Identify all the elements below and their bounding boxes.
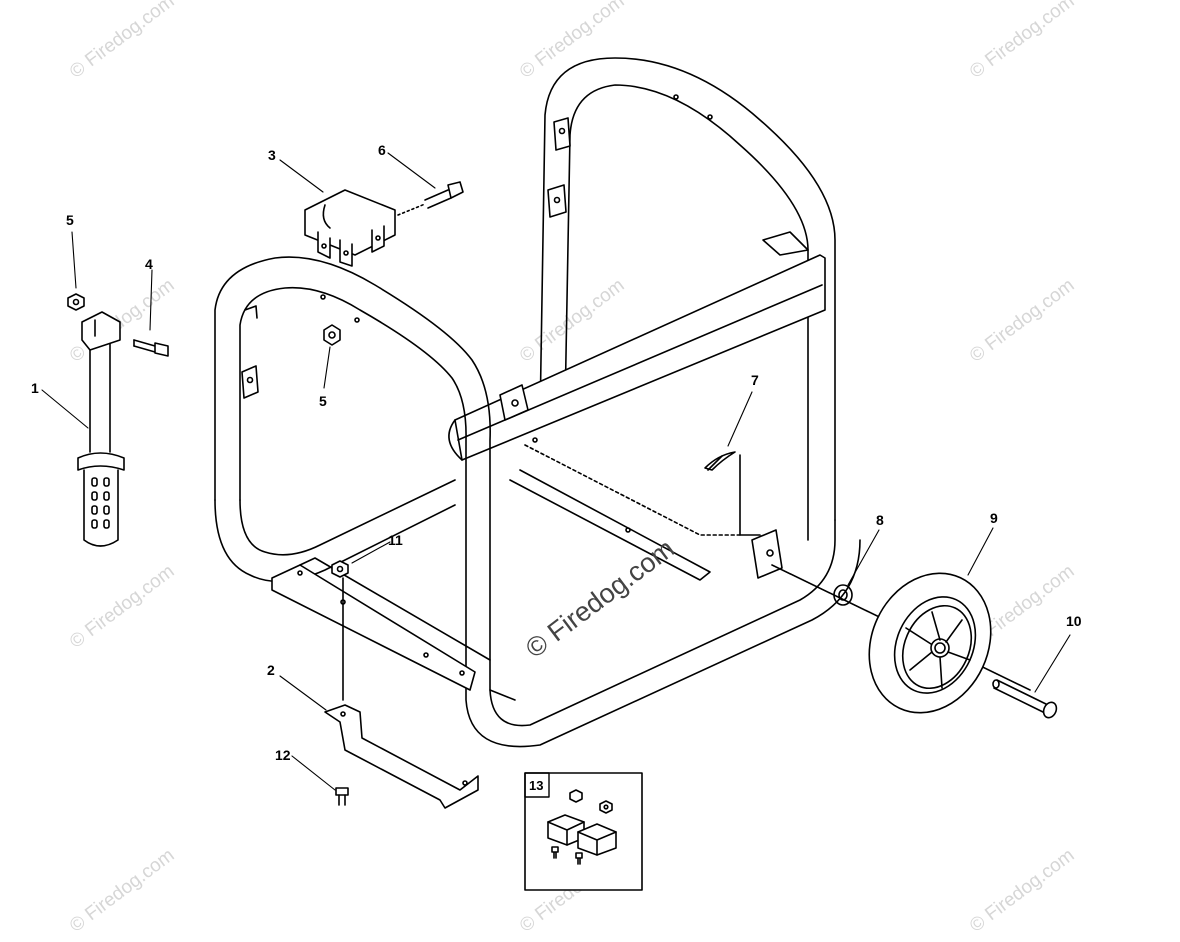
bolt-part-6 (397, 181, 464, 216)
leader-lines (41, 152, 1071, 791)
callout-5-center: 5 (319, 393, 327, 409)
callout-2: 2 (267, 662, 275, 678)
callout-3: 3 (268, 147, 276, 163)
frame-front-loop (214, 256, 861, 748)
screw-part-12 (335, 787, 349, 806)
hairpin-part-7 (704, 451, 736, 471)
wheel-part-9 (868, 572, 992, 714)
callout-1: 1 (31, 380, 39, 396)
callout-6: 6 (378, 142, 386, 158)
bracket-part-2 (324, 704, 479, 809)
callout-13: 13 (529, 778, 544, 793)
bolt-part-4 (133, 339, 169, 357)
frame-back-loop (539, 57, 836, 541)
callout-5-left: 5 (66, 212, 74, 228)
axle-pin-part-10 (992, 679, 1058, 719)
callout-4: 4 (145, 256, 153, 272)
bracket-part-3 (304, 189, 396, 267)
callout-9: 9 (990, 510, 998, 526)
frame-base (271, 444, 761, 701)
callout-12: 12 (275, 747, 291, 763)
callout-11: 11 (388, 532, 403, 548)
callout-8: 8 (876, 512, 884, 528)
nut-part-5-center (323, 324, 341, 346)
kit-box-part-13 (524, 772, 643, 891)
nut-part-5-left (67, 293, 85, 311)
handle-part-1 (77, 311, 125, 547)
callout-10: 10 (1066, 613, 1082, 629)
nut-part-11 (331, 560, 349, 701)
callout-7: 7 (751, 372, 759, 388)
frame-crossbar (448, 254, 826, 461)
